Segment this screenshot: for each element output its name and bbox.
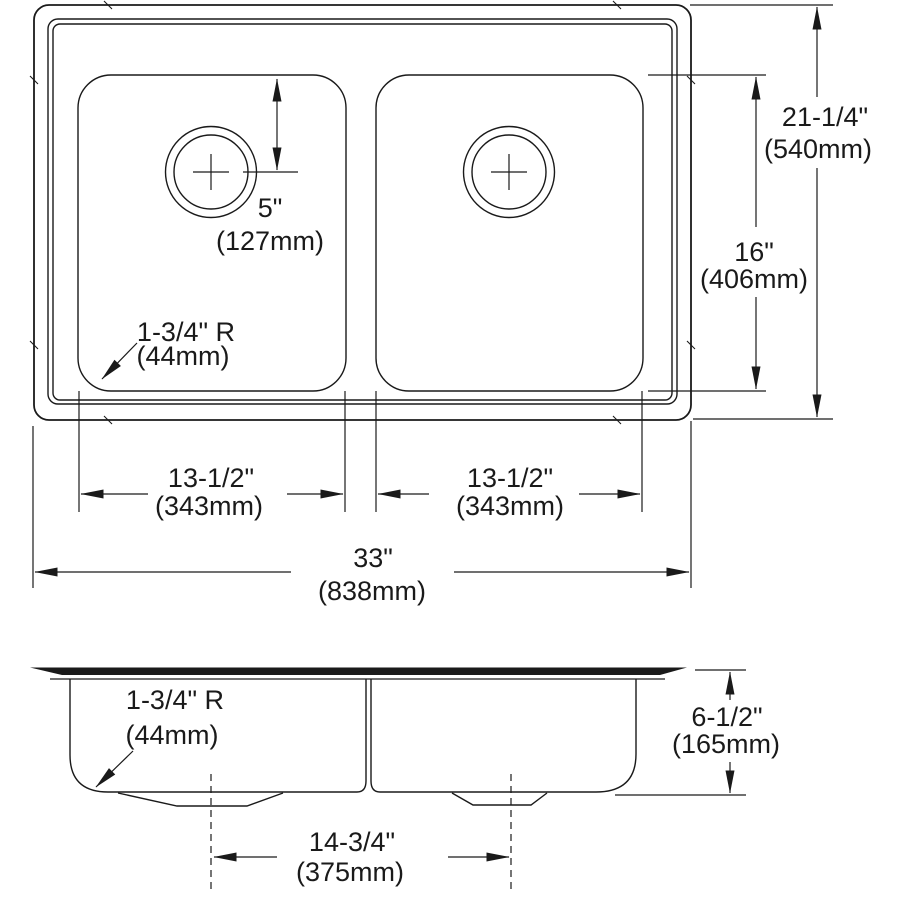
right-drain-crosshair bbox=[491, 154, 527, 190]
left-drain-crosshair bbox=[193, 154, 229, 190]
note-corner-radius-top-mm: (44mm) bbox=[137, 341, 230, 371]
dim-bowl-ftb-in: 16" bbox=[734, 237, 774, 267]
dim-left-bowl-width-mm: (343mm) bbox=[155, 491, 263, 521]
left-bowl-profile bbox=[69, 679, 367, 793]
note-corner-radius-top-in: 1-3/4" R bbox=[137, 317, 235, 347]
sink-rim-inner-line bbox=[52, 23, 673, 401]
note-corner-radius-side-mm: (44mm) bbox=[126, 720, 219, 750]
sink-outer-edge bbox=[33, 4, 692, 421]
right-drain-outer-circle bbox=[462, 125, 556, 219]
dim-drain-offset-in: 5" bbox=[258, 193, 283, 223]
dim-left-bowl-width-in: 13-1/2" bbox=[168, 463, 254, 493]
dim-overall-ftb-in: 21-1/4" bbox=[782, 102, 868, 132]
dim-overall-ftb-mm: (540mm) bbox=[764, 134, 872, 164]
dim-right-bowl-width: 13-1/2" (343mm) bbox=[377, 463, 641, 521]
right-bowl-profile bbox=[370, 679, 637, 793]
dim-bowl-ftb-mm: (406mm) bbox=[700, 264, 808, 294]
dim-overall-width-in: 33" bbox=[353, 543, 393, 573]
dim-drain-spacing-mm: (375mm) bbox=[296, 857, 404, 887]
dim-bowl-depth-in: 6-1/2" bbox=[691, 702, 762, 732]
top-view: 5" (127mm) 1-3/4" R (44mm) 16" (406mm) 2… bbox=[29, 0, 872, 606]
dim-drain-spacing-in: 14-3/4" bbox=[309, 827, 395, 857]
note-corner-radius-top: 1-3/4" R (44mm) bbox=[101, 317, 235, 380]
right-drain-fitting bbox=[451, 792, 548, 806]
side-view: 1-3/4" R (44mm) 6-1/2" (165mm) 14-3/4" (… bbox=[30, 667, 780, 890]
right-drain-inner-circle bbox=[471, 134, 547, 210]
dim-overall-width-mm: (838mm) bbox=[318, 576, 426, 606]
dim-right-bowl-width-in: 13-1/2" bbox=[467, 463, 553, 493]
dim-overall-width: 33" (838mm) bbox=[34, 543, 690, 606]
left-drain-fitting bbox=[117, 792, 284, 807]
dim-drain-spacing: 14-3/4" (375mm) bbox=[213, 827, 510, 887]
dim-bowl-depth: 6-1/2" (165mm) bbox=[615, 669, 780, 796]
extension-lines bbox=[32, 391, 692, 588]
mounting-clip-marks bbox=[29, 0, 696, 425]
left-bowl bbox=[77, 74, 347, 392]
dim-drain-offset-mm: (127mm) bbox=[216, 226, 324, 256]
dim-bowl-depth-mm: (165mm) bbox=[672, 729, 780, 759]
right-bowl bbox=[375, 74, 644, 392]
dim-overall-front-to-back: 21-1/4" (540mm) bbox=[690, 4, 872, 420]
note-corner-radius-side: 1-3/4" R (44mm) bbox=[95, 685, 224, 788]
dim-left-bowl-width: 13-1/2" (343mm) bbox=[80, 463, 344, 521]
dim-bowl-front-to-back: 16" (406mm) bbox=[648, 74, 808, 392]
dim-drain-offset: 5" (127mm) bbox=[216, 78, 324, 256]
note-corner-radius-side-in: 1-3/4" R bbox=[126, 685, 224, 715]
dim-right-bowl-width-mm: (343mm) bbox=[456, 491, 564, 521]
sink-rim-outer-line bbox=[47, 18, 678, 405]
counter-rim-bar bbox=[30, 667, 687, 675]
